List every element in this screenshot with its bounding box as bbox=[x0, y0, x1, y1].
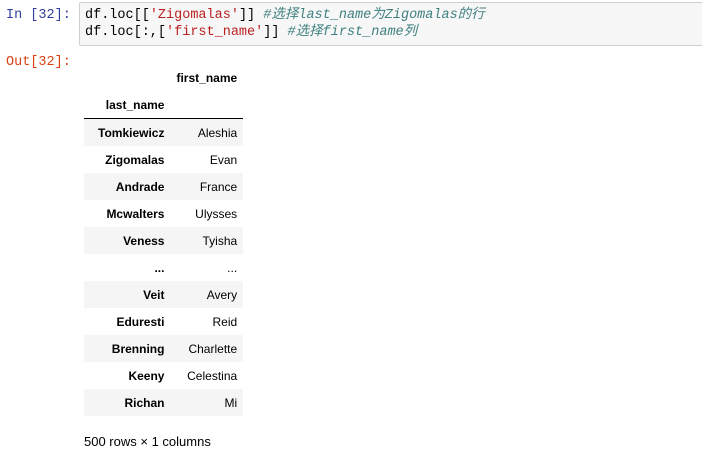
row-index: Veit bbox=[143, 287, 165, 302]
row-index: Tomkiewicz bbox=[98, 125, 165, 140]
table-row: Veness Tyisha bbox=[84, 227, 244, 254]
code: df.loc[[ bbox=[85, 8, 150, 23]
table-row: ...... bbox=[84, 254, 243, 281]
row-index: Keeny bbox=[128, 368, 165, 383]
cell-first-name: Avery bbox=[206, 287, 238, 302]
row-index: Andrade bbox=[115, 179, 165, 194]
cell-first-name: Mi bbox=[224, 395, 238, 410]
code-comment: #选择last_name为Zigomalas的行 bbox=[263, 8, 485, 23]
table-row: Veit Avery bbox=[84, 281, 244, 308]
row-index: Eduresti bbox=[116, 314, 165, 329]
row-index: Mcwalters bbox=[106, 206, 165, 221]
column-header: first_name bbox=[176, 70, 238, 85]
cell-first-name: ... bbox=[227, 260, 238, 275]
index-name: last_name bbox=[84, 91, 171, 119]
input-prompt: In [32]: bbox=[6, 8, 71, 23]
code: ]] bbox=[263, 25, 288, 40]
table-row: Keeny Celestina bbox=[84, 362, 243, 389]
code: df.loc[:,[ bbox=[85, 25, 167, 40]
table-row: Andrade France bbox=[84, 173, 244, 200]
table-row: Brenning Charlette bbox=[84, 335, 244, 362]
row-index: ... bbox=[154, 260, 165, 275]
table-row: Eduresti Reid bbox=[84, 308, 243, 335]
table-row: Tomkiewicz Aleshia bbox=[84, 118, 244, 146]
table-summary: 500 rows × 1 columns bbox=[84, 434, 211, 449]
cell-first-name: Celestina bbox=[187, 368, 238, 383]
cell-first-name: Reid bbox=[212, 314, 238, 329]
cell-first-name: Charlette bbox=[188, 341, 238, 356]
code: ]] bbox=[238, 8, 264, 23]
cell-first-name: Aleshia bbox=[197, 125, 238, 140]
table-row: Richan Mi bbox=[84, 389, 244, 416]
code-string: 'first_name' bbox=[166, 25, 264, 40]
cell-first-name: Ulysses bbox=[195, 206, 238, 221]
table-row: Mcwalters Ulysses bbox=[84, 200, 243, 227]
table-row: Zigomalas Evan bbox=[84, 146, 243, 173]
code-string: 'Zigomalas' bbox=[149, 8, 239, 23]
row-index: Brenning bbox=[111, 341, 165, 356]
cell-first-name: Tyisha bbox=[202, 233, 238, 248]
code-cell[interactable]: df.loc[['Zigomalas']] #选择last_name为Zigom… bbox=[79, 2, 702, 46]
output-prompt: Out[32]: bbox=[6, 55, 71, 70]
row-index: Richan bbox=[124, 395, 165, 410]
cell-first-name: France bbox=[199, 179, 238, 194]
row-index: Zigomalas bbox=[105, 152, 165, 167]
row-index: Veness bbox=[123, 233, 165, 248]
cell-first-name: Evan bbox=[209, 152, 238, 167]
code-comment: #选择first_name列 bbox=[287, 25, 418, 40]
